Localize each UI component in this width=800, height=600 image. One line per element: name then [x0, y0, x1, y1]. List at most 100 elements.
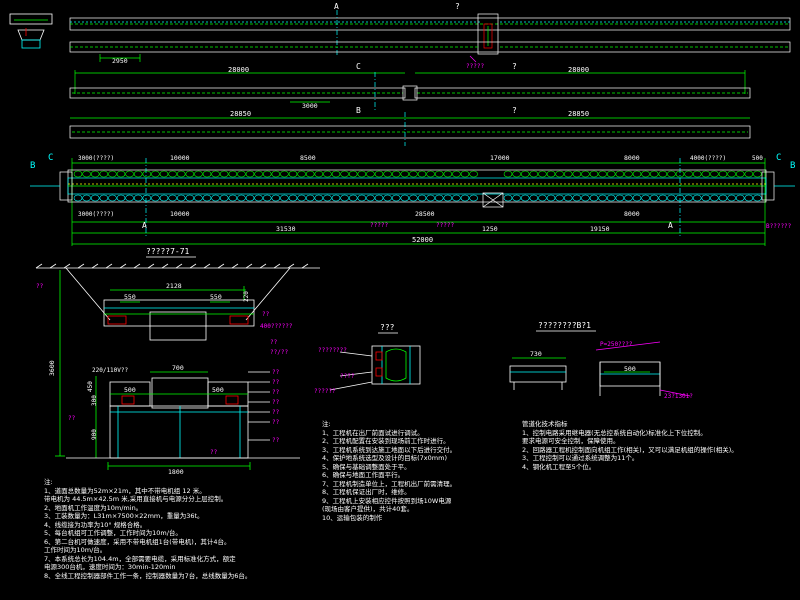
- plan-right-note: B??????: [766, 223, 792, 230]
- roller: [108, 170, 117, 178]
- note-left-2: 带电机为 44.5m×42.5m 米,采用直接机与电源分分上层控制。: [44, 495, 228, 503]
- sec-dim-550b: 550: [210, 293, 222, 301]
- side-label-5: ??: [272, 409, 280, 416]
- side-label-9: ??/??: [270, 349, 288, 356]
- roller: [73, 194, 83, 202]
- sec-dim-900: 900: [91, 429, 98, 440]
- roller: [151, 194, 160, 202]
- roller: [73, 170, 83, 178]
- roller: [417, 194, 427, 202]
- side-view-title: ????????B?1: [538, 321, 591, 330]
- roller: [572, 194, 582, 202]
- roller: [142, 170, 152, 178]
- side-label-8: ??: [270, 339, 278, 346]
- roller: [701, 170, 711, 178]
- plan-top-left: 3000(????): [78, 155, 114, 162]
- roller: [658, 170, 668, 178]
- roller: [245, 194, 255, 202]
- roller: [400, 170, 410, 178]
- roller: [82, 194, 91, 202]
- roller: [667, 194, 676, 202]
- roller: [589, 194, 599, 202]
- note-mid-4: 4、保护地系统选型及设计的目标(7x0mm): [322, 454, 447, 462]
- roller: [718, 194, 728, 202]
- roller: [99, 170, 109, 178]
- strip4-dim-left: 28850: [230, 110, 251, 118]
- roller: [581, 194, 590, 202]
- roller: [434, 170, 444, 178]
- plan-label-q1: ?????: [370, 222, 388, 229]
- roller: [254, 194, 263, 202]
- roller: [538, 194, 547, 202]
- roller-row: [73, 170, 762, 202]
- roller: [744, 194, 754, 202]
- notes-left-title: 注:: [44, 478, 53, 486]
- roller: [331, 170, 341, 178]
- detail-label-2: ????: [340, 373, 355, 380]
- marker-a-top: A: [334, 2, 339, 11]
- note-left-5: 4、线缆接为功率为10° 规格合格。: [44, 520, 147, 529]
- plan-total: 52000: [412, 236, 433, 244]
- roller: [735, 170, 745, 178]
- roller: [753, 170, 762, 178]
- roller: [692, 170, 702, 178]
- strip2-dim: 2950: [112, 57, 128, 65]
- note-mid-11: 10、运输包装的制作: [322, 513, 383, 522]
- note-right-2: 要求电源可安全控制，保障使用。: [522, 437, 620, 445]
- marker-q-top: ?: [455, 2, 460, 11]
- roller: [538, 170, 547, 178]
- roller: [340, 194, 349, 202]
- roller: [710, 194, 719, 202]
- roller: [735, 194, 745, 202]
- detail-drawing: [329, 345, 421, 391]
- note-mid-5: 5、确保与基础调整面处于平。: [322, 462, 411, 471]
- note-mid-1: 1、工程机在出厂前面试进行调试。: [322, 428, 424, 437]
- roller: [151, 170, 160, 178]
- roller: [305, 170, 315, 178]
- section-left-drawing: [35, 263, 320, 470]
- roller: [305, 194, 315, 202]
- note-left-4: 3、工装数量为：L31m×7500×22mm，重量为36t。: [44, 512, 204, 520]
- plan-section-b-right: B: [790, 161, 795, 171]
- roller: [374, 170, 384, 178]
- roller: [133, 170, 143, 178]
- roller: [581, 170, 590, 178]
- plan-bot-dim-3: 8000: [624, 210, 640, 218]
- strip4-mark-q: ?: [512, 106, 517, 115]
- roller: [366, 170, 375, 178]
- side-label-7: ??: [272, 437, 280, 444]
- roller: [753, 194, 762, 202]
- note-mid-10: (现场由客户提供)，共计40套。: [322, 505, 414, 513]
- roller: [297, 170, 306, 178]
- plan-strip-2: [69, 41, 791, 63]
- note-left-3: 2、地面机工作温度为10m/min。: [44, 503, 143, 512]
- roller: [598, 194, 607, 202]
- roller: [400, 194, 410, 202]
- roller: [237, 170, 246, 178]
- roller: [417, 170, 427, 178]
- roller: [684, 194, 693, 202]
- roller: [108, 194, 117, 202]
- notes-mid-title: 注:: [322, 420, 331, 428]
- strip2-magenta-label: ?????: [466, 63, 484, 70]
- roller: [649, 194, 659, 202]
- plan-top-dim-2: 8500: [300, 154, 316, 162]
- plan-top-end: 500: [752, 155, 763, 162]
- strip3-mark-q: ?: [512, 62, 517, 71]
- roller: [572, 170, 582, 178]
- note-left-6: 5、每台机组可工作调整，工作时间为10m/台。: [44, 529, 182, 537]
- roller: [280, 194, 289, 202]
- roller: [323, 170, 332, 178]
- plan-strip-1: [69, 10, 791, 56]
- roller: [271, 194, 281, 202]
- note-left-10: 电源300台机，速度时间为：30min-120min: [44, 563, 176, 571]
- notes-left: 注: 1、道面总数量为52m×21m，其中不带电机组 12 米。 带电机为 44…: [44, 478, 251, 580]
- roller: [667, 170, 676, 178]
- roller: [675, 170, 685, 178]
- roller: [606, 194, 616, 202]
- note-left-11: 8、全线工程控制器部件工作一条，控制器数量为7台，总线数量为6台。: [44, 571, 252, 580]
- roller: [589, 170, 599, 178]
- roller: [710, 170, 719, 178]
- roller: [90, 170, 100, 178]
- roller: [512, 194, 521, 202]
